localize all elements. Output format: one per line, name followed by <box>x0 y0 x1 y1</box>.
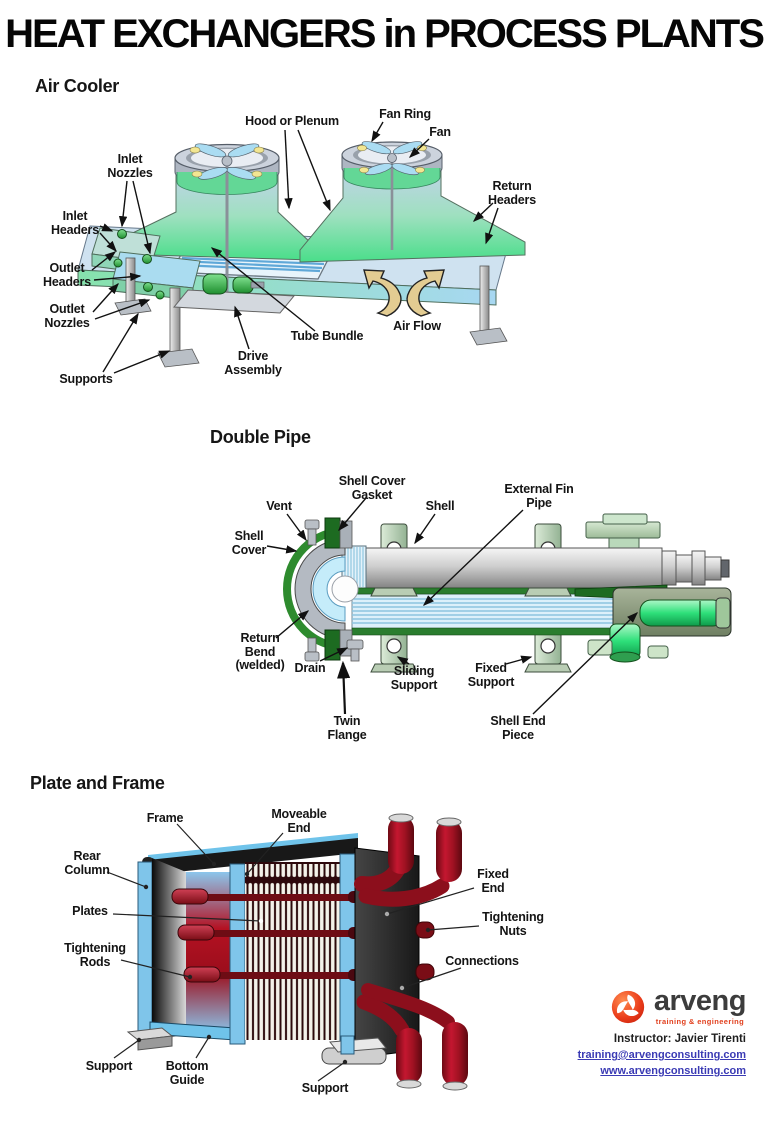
label-frame: Frame <box>146 811 184 825</box>
label-bottom-guide: Bottom Guide <box>165 1059 209 1087</box>
label-air-flow: Air Flow <box>393 319 441 333</box>
plate-pack <box>245 862 342 1040</box>
double-pipe-diagram <box>266 497 732 715</box>
label-shell-end-piece: Shell End Piece <box>490 714 546 742</box>
label-drive-assembly: Drive Assembly <box>224 349 282 377</box>
air-flow-arrows <box>363 269 445 317</box>
leader-lines <box>106 823 480 1082</box>
page-title: HEAT EXCHANGERS in PROCESS PLANTS <box>5 12 765 56</box>
label-outlet-nozzles: Outlet Nozzles <box>44 302 90 330</box>
drain-bolt <box>346 639 364 662</box>
air-cooler-diagram <box>77 121 526 374</box>
label-fan-ring: Fan Ring <box>379 107 431 121</box>
left-fan-ring <box>174 143 280 292</box>
label-drain: Drain <box>294 661 326 675</box>
logo-tagline: training & engineering <box>655 1016 745 1026</box>
external-fin-pipe <box>351 587 615 636</box>
right-fan <box>357 141 427 250</box>
arveng-logo-icon <box>611 990 645 1024</box>
plate-and-frame-diagram <box>106 813 480 1091</box>
label-return-headers: Return Headers <box>488 179 536 207</box>
label-return-bend: Return Bend (welded) <box>235 631 285 672</box>
label-twin-flange: Twin Flange <box>327 714 367 742</box>
label-tube-bundle: Tube Bundle <box>290 329 364 343</box>
nozzles <box>113 229 165 300</box>
shell-pipe <box>361 547 730 589</box>
leader-lines <box>266 497 639 715</box>
label-sliding-support: Sliding Support <box>390 664 438 692</box>
instructor-credit: Instructor: Javier Tirenti <box>613 1033 746 1045</box>
label-vent: Vent <box>266 499 292 513</box>
support-foot-right <box>321 1035 387 1065</box>
label-supports: Supports <box>59 372 113 386</box>
website-link[interactable]: www.arvengconsulting.com <box>600 1065 746 1077</box>
label-connections: Connections <box>445 954 519 968</box>
frame-side-panel <box>152 858 186 1042</box>
leader-lines <box>91 121 499 374</box>
shell-nozzle-flange <box>585 513 661 551</box>
label-outlet-headers: Outlet Headers <box>43 261 91 289</box>
connections <box>354 813 468 1091</box>
right-column <box>339 853 356 1051</box>
section-heading-plate-and-frame: Plate and Frame <box>30 773 165 793</box>
shell-cover-gasket <box>304 517 353 662</box>
label-support-left: Support <box>85 1059 133 1073</box>
section-heading-air-cooler: Air Cooler <box>35 76 120 96</box>
label-shell: Shell <box>425 499 455 513</box>
logo: arveng training & engineering <box>486 985 747 1026</box>
label-fixed-end: Fixed End <box>477 867 509 895</box>
label-hood-or-plenum: Hood or Plenum <box>245 114 339 128</box>
label-inlet-nozzles: Inlet Nozzles <box>107 152 153 180</box>
section-heading-double-pipe: Double Pipe <box>210 427 311 447</box>
return-bend <box>283 527 359 651</box>
label-fixed-support: Fixed Support <box>467 661 515 689</box>
label-tightening-rods: Tightening Rods <box>64 941 126 969</box>
logo-wordmark: arveng <box>653 985 747 1018</box>
label-plates: Plates <box>72 904 108 918</box>
label-external-fin-pipe: External Fin Pipe <box>504 482 574 510</box>
branding-block: arveng training & engineering Instructor… <box>486 985 747 1077</box>
left-fan <box>189 143 265 292</box>
label-moveable-end: Moveable End <box>271 807 327 835</box>
label-support-right: Support <box>301 1081 349 1095</box>
label-inlet-headers: Inlet Headers <box>51 209 99 237</box>
moveable-end-plate <box>229 863 246 1045</box>
label-rear-column: Rear Column <box>64 849 110 877</box>
label-shell-cover-gasket: Shell Cover Gasket <box>338 474 406 502</box>
drive-assembly <box>172 273 296 314</box>
email-link[interactable]: training@arvengconsulting.com <box>577 1049 746 1061</box>
label-tightening-nuts: Tightening Nuts <box>482 910 544 938</box>
label-shell-cover: Shell Cover <box>231 529 267 557</box>
support-feet <box>370 587 572 673</box>
supports-legs <box>114 257 508 368</box>
label-fan: Fan <box>429 125 451 139</box>
support-foot-left <box>126 1027 174 1051</box>
rear-column <box>137 861 153 1043</box>
